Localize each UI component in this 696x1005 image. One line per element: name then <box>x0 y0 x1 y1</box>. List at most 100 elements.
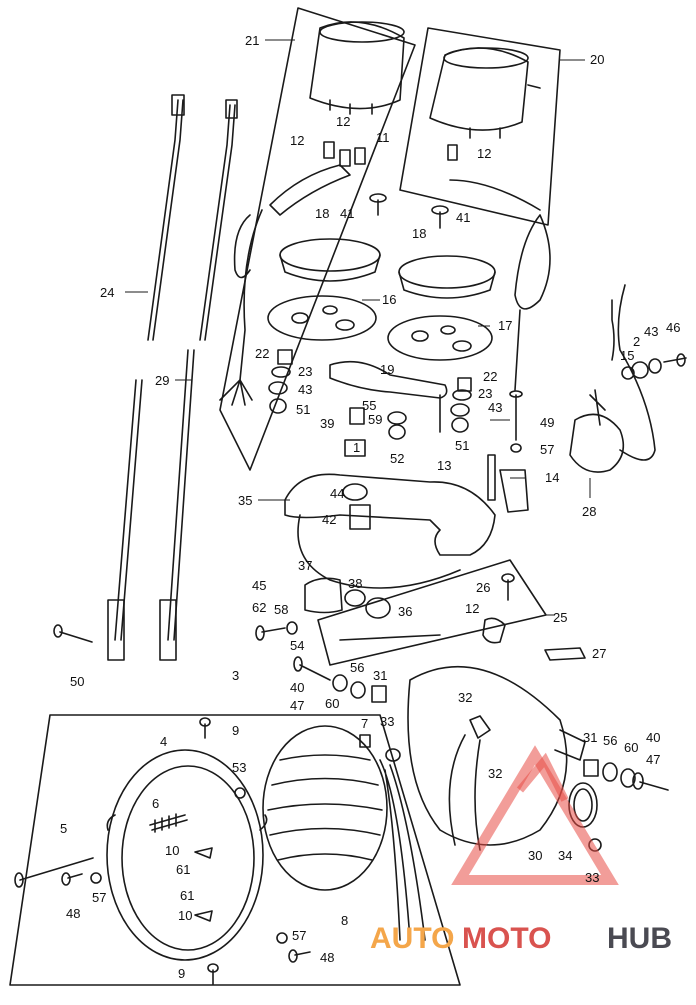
sealed-beam-8 <box>262 725 388 891</box>
washer-43-right <box>450 403 470 417</box>
label-21: 21 <box>245 33 259 48</box>
label-4: 4 <box>160 734 167 749</box>
collar-31-left <box>371 685 387 703</box>
collar-31-right <box>583 759 599 777</box>
watermark-text-auto: AUTO <box>370 922 454 955</box>
label-49: 49 <box>540 415 554 430</box>
label-38: 38 <box>348 576 362 591</box>
meter-harness-left <box>219 141 366 406</box>
label-31-right: 31 <box>583 730 597 745</box>
label-43-far: 43 <box>644 324 658 339</box>
label-11: 11 <box>376 130 390 145</box>
label-23-right: 23 <box>478 386 492 401</box>
label-62: 62 <box>252 600 266 615</box>
screw-46 <box>663 353 687 367</box>
label-40-left: 40 <box>290 680 304 695</box>
nut-22-right <box>457 377 472 392</box>
label-53: 53 <box>232 760 246 775</box>
label-25: 25 <box>553 610 567 625</box>
meter-base-16 <box>267 295 377 341</box>
label-56-left: 56 <box>350 660 364 675</box>
ignition-36 <box>365 597 391 619</box>
label-30: 30 <box>528 848 542 863</box>
meter-cover-18-right-side <box>398 271 496 299</box>
screw-9-top <box>199 717 211 739</box>
tachometer-housing-right <box>429 47 541 139</box>
nut-51-left <box>269 398 287 414</box>
cap-57-top <box>510 443 522 453</box>
label-54: 54 <box>290 638 304 653</box>
label-5: 5 <box>60 821 67 836</box>
washer-58 <box>286 621 298 635</box>
switch-37 <box>304 577 343 614</box>
cap-27 <box>544 647 586 661</box>
watermark-text-hub: HUB <box>607 922 672 955</box>
label-10-bottom: 10 <box>178 908 192 923</box>
label-42: 42 <box>322 512 336 527</box>
meter-cover-18-left-side <box>279 254 381 282</box>
long-bolt-5 <box>14 857 94 888</box>
label-18-right: 18 <box>412 226 426 241</box>
label-55: 55 <box>362 398 376 413</box>
label-48-left: 48 <box>66 906 80 921</box>
label-48-right: 48 <box>320 950 334 965</box>
meter-base-17 <box>387 315 493 361</box>
label-9-bottom: 9 <box>178 966 185 981</box>
nut-57-bottom <box>276 932 288 944</box>
label-15: 15 <box>620 348 634 363</box>
label-26: 26 <box>476 580 490 595</box>
nut-57-left <box>90 872 102 884</box>
label-33-left: 33 <box>380 714 394 729</box>
label-51-right: 51 <box>455 438 469 453</box>
label-52: 52 <box>390 451 404 466</box>
label-59: 59 <box>368 412 382 427</box>
label-56-right: 56 <box>603 733 617 748</box>
elbow-fitting <box>482 617 506 644</box>
label-13: 13 <box>437 458 451 473</box>
nut-52 <box>388 424 406 440</box>
label-7: 7 <box>361 716 368 731</box>
bracket-19 <box>329 360 448 399</box>
screw-48-bottom <box>288 949 311 963</box>
spring-6 <box>149 813 188 833</box>
washer-43-left <box>268 381 288 395</box>
label-37: 37 <box>298 558 312 573</box>
label-41-right: 41 <box>456 210 470 225</box>
label-41-left: 41 <box>340 206 354 221</box>
group-3-outline <box>9 714 461 986</box>
label-22-right: 22 <box>483 369 497 384</box>
label-57-bottom: 57 <box>292 928 306 943</box>
bolt-26 <box>501 573 515 601</box>
screw-50 <box>53 624 93 643</box>
label-12-a: 12 <box>336 114 350 129</box>
clip-7 <box>359 734 371 748</box>
bolt-47-right <box>632 772 669 791</box>
label-36: 36 <box>398 604 412 619</box>
washer-56-left <box>332 674 348 692</box>
washer-23-left <box>271 366 291 378</box>
label-31-left: 31 <box>373 668 387 683</box>
label-14: 14 <box>545 470 559 485</box>
meter-harness-right <box>447 144 551 391</box>
washer-60-right <box>620 768 636 788</box>
label-61-top: 61 <box>176 862 190 877</box>
key-38 <box>344 589 366 607</box>
watermark-logo: AUTO MOTO HUB <box>370 745 672 955</box>
label-23-left: 23 <box>298 364 312 379</box>
label-28: 28 <box>582 504 596 519</box>
washer-43-right-small <box>648 358 662 374</box>
holder-13 <box>487 454 496 501</box>
label-33-right: 33 <box>585 870 599 885</box>
cushion-44 <box>342 483 368 501</box>
label-1: 1 <box>353 440 360 455</box>
speedometer-cable-24 <box>147 94 185 341</box>
cable-lower-left <box>107 379 143 661</box>
washer-60-left <box>350 681 366 699</box>
label-43-right: 43 <box>488 400 502 415</box>
label-18-left: 18 <box>315 206 329 221</box>
label-57-top: 57 <box>540 442 554 457</box>
label-61-bottom: 61 <box>180 888 194 903</box>
label-2: 2 <box>633 334 640 349</box>
label-27: 27 <box>592 646 606 661</box>
